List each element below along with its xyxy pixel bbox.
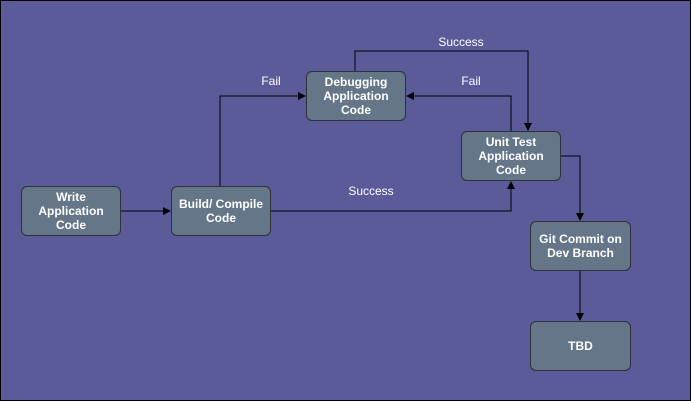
edge-debug-to-unittest — [354, 50, 532, 131]
node-build-compile-code[interactable]: Build/ Compile Code — [171, 186, 271, 236]
node-tbd[interactable]: TBD — [530, 321, 631, 371]
edge-unittest-to-debug — [406, 92, 512, 131]
label-build-success: Success — [348, 184, 394, 198]
node-unit-test-application-code[interactable]: Unit Test Application Code — [461, 131, 561, 181]
edge-build-to-debug — [219, 92, 306, 186]
label-unittest-fail: Fail — [461, 74, 481, 88]
edge-unittest-to-git — [560, 155, 584, 221]
node-git-commit-dev-branch[interactable]: Git Commit on Dev Branch — [530, 221, 631, 271]
label-build-fail: Fail — [261, 74, 281, 88]
node-debugging-application-code[interactable]: Debugging Application Code — [306, 71, 406, 121]
node-write-application-code[interactable]: Write Application Code — [21, 186, 121, 236]
edge-build-to-unittest — [270, 181, 515, 212]
label-debug-success: Success — [438, 35, 484, 49]
